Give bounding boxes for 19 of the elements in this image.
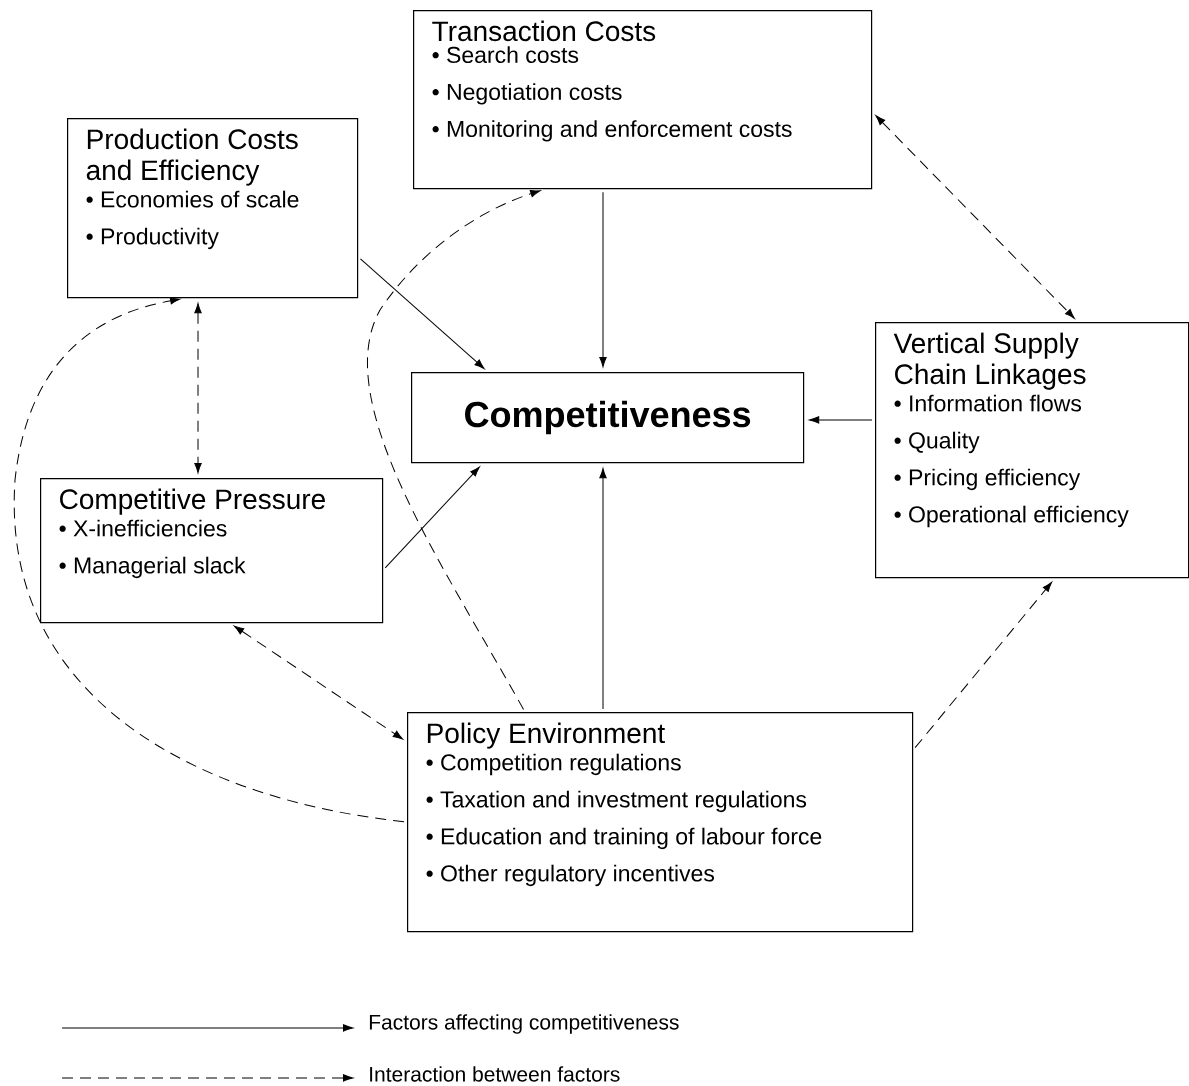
legend-label: Factors affecting competitiveness: [369, 1014, 679, 1034]
factor-box: Production Costs and Efficiency • Economies of scale • Productivity: [67, 118, 359, 299]
arrow: [359, 258, 485, 369]
arrow: [599, 468, 607, 710]
arrow: [914, 581, 1053, 749]
arrow: [599, 191, 607, 368]
arrow: [194, 303, 202, 474]
arrow: [809, 416, 873, 424]
arrow: [875, 115, 1075, 319]
legend-label: Interaction between factors: [370, 1066, 620, 1082]
factor-box: Vertical Supply Chain Linkages • Information flows • Quality • Pricing efficiency • Operational efficiency: [875, 322, 1189, 579]
factor-box: Transaction Costs • Search costs • Negotiation costs • Monitoring and enforcement costs: [413, 10, 873, 190]
arrow: [384, 466, 480, 569]
factor-box: Competitive Pressure • X-inefficiencies • Managerial slack: [40, 478, 384, 624]
central-box: Competitiveness: [411, 372, 805, 464]
arrow: [367, 190, 541, 710]
arrow: [233, 625, 404, 740]
arrow: [14, 297, 405, 823]
factor-box: Policy Environment • Competition regulations • Taxation and investment regulations • Education and training of labour force • Other regulatory incentives: [407, 712, 914, 933]
